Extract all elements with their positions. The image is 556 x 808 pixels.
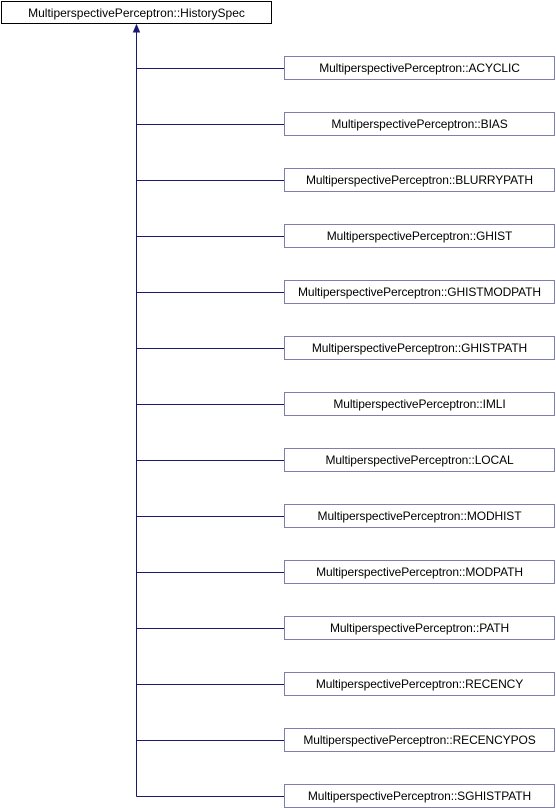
derived-class-node-acyclic[interactable]: MultiperspectivePerceptron::ACYCLIC (284, 56, 555, 80)
derived-class-node-ghistmodpath[interactable]: MultiperspectivePerceptron::GHISTMODPATH (284, 280, 555, 304)
derived-class-node-blurrypath[interactable]: MultiperspectivePerceptron::BLURRYPATH (284, 168, 555, 192)
derived-class-node-imli[interactable]: MultiperspectivePerceptron::IMLI (284, 392, 555, 416)
derived-class-node-path[interactable]: MultiperspectivePerceptron::PATH (284, 616, 555, 640)
derived-class-node-modhist[interactable]: MultiperspectivePerceptron::MODHIST (284, 504, 555, 528)
derived-class-node-modpath[interactable]: MultiperspectivePerceptron::MODPATH (284, 560, 555, 584)
derived-class-node-sghistpath[interactable]: MultiperspectivePerceptron::SGHISTPATH (284, 784, 555, 808)
derived-class-node-ghistpath[interactable]: MultiperspectivePerceptron::GHISTPATH (284, 336, 555, 360)
derived-class-node-ghist[interactable]: MultiperspectivePerceptron::GHIST (284, 224, 555, 248)
base-class-node[interactable]: MultiperspectivePerceptron::HistorySpec (1, 1, 272, 24)
derived-class-node-recency[interactable]: MultiperspectivePerceptron::RECENCY (284, 672, 555, 696)
inheritance-arrowhead (132, 23, 141, 33)
derived-class-node-bias[interactable]: MultiperspectivePerceptron::BIAS (284, 112, 555, 136)
derived-class-node-recencypos[interactable]: MultiperspectivePerceptron::RECENCYPOS (284, 728, 555, 752)
derived-class-node-local[interactable]: MultiperspectivePerceptron::LOCAL (284, 448, 555, 472)
